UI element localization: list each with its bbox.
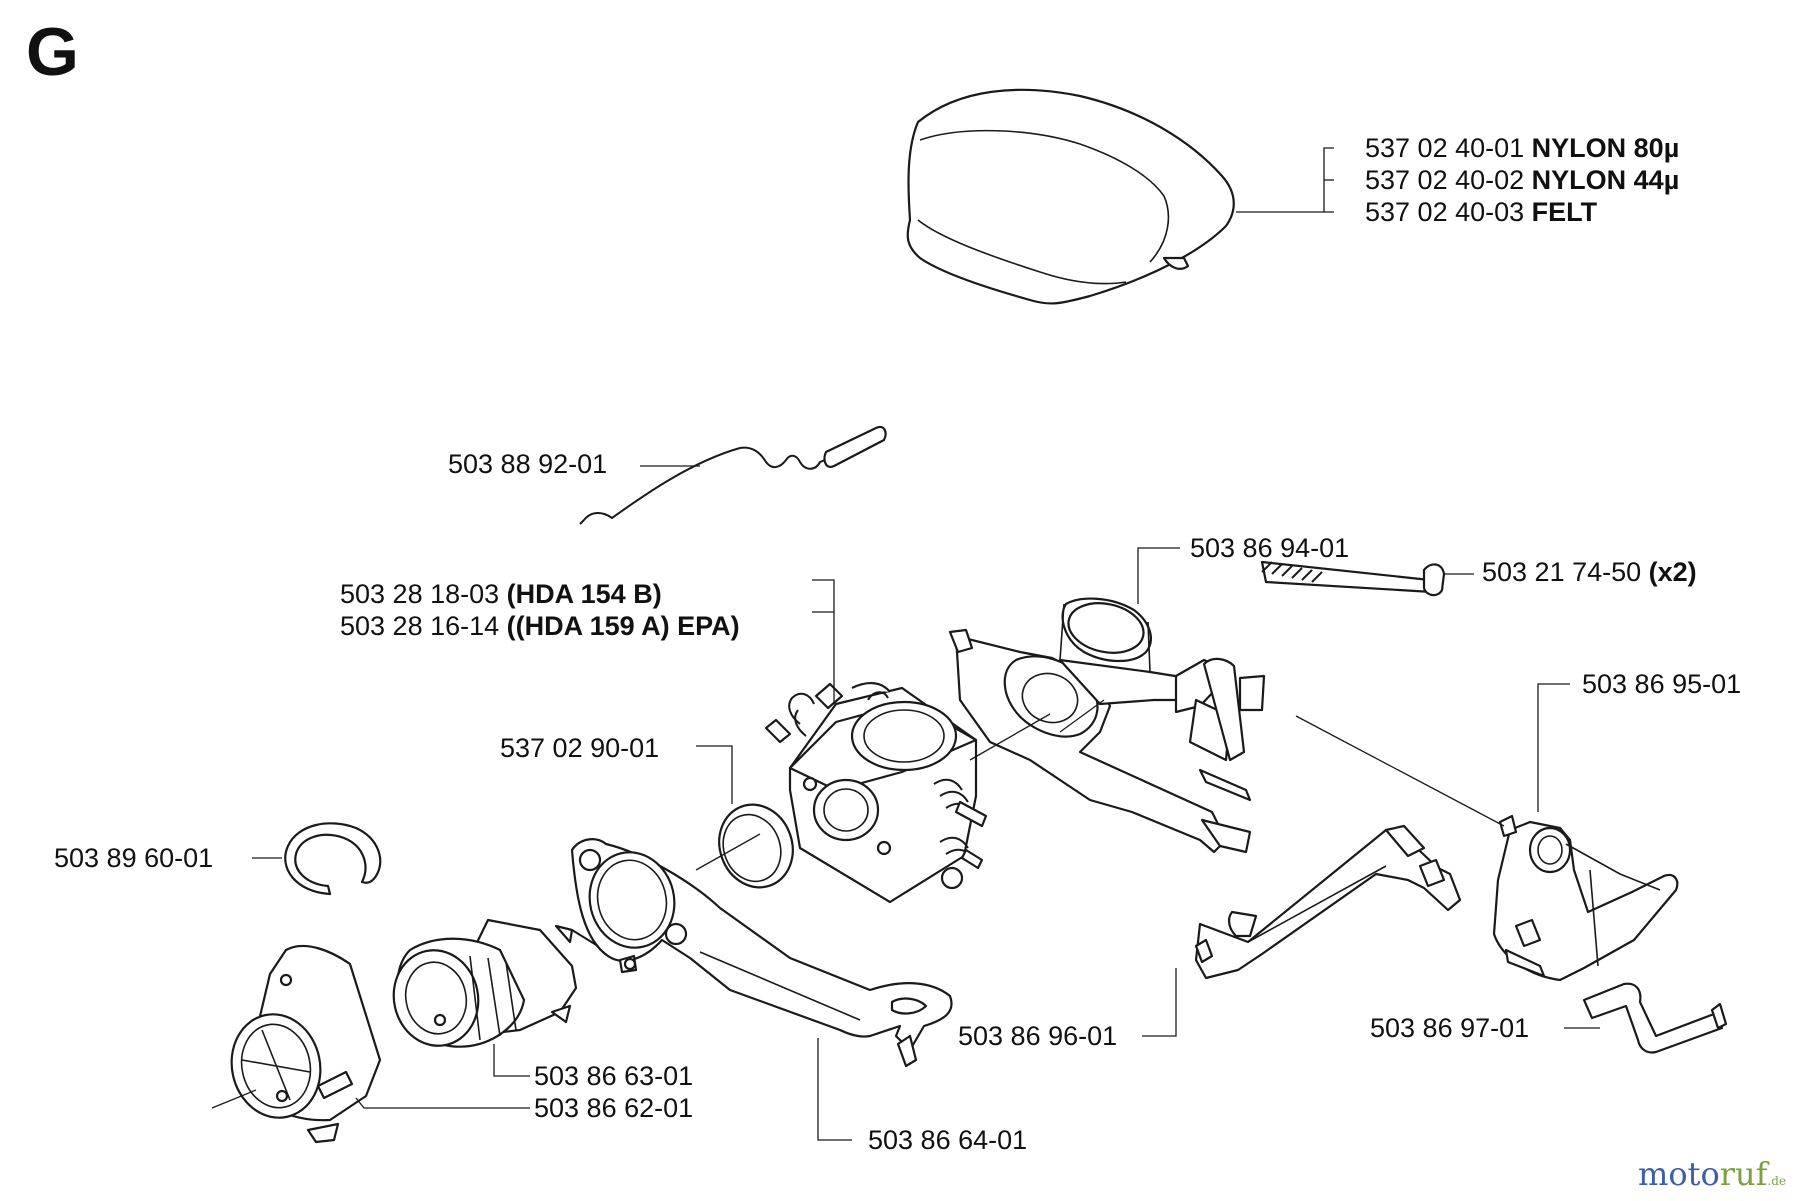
filter-label-3: 537 02 40-03 FELT <box>1365 196 1597 228</box>
brand-tld: .de <box>1767 1174 1787 1188</box>
filter-1-description: NYLON 80µ <box>1531 133 1680 163</box>
section-letter: G <box>26 14 79 90</box>
carburetor-drawing <box>764 682 988 904</box>
intake-manifold-label: 503 86 63-01 <box>534 1061 694 1091</box>
choke-wire-drawing <box>579 425 887 525</box>
filter-3-part-number: 537 02 40-03 <box>1365 197 1525 227</box>
throttle-cover-drawing <box>1492 814 1679 982</box>
carburetor-1-part-number: 503 28 18-03 <box>340 579 500 609</box>
wire-label: 503 88 92-01 <box>448 449 608 479</box>
seal-label: 537 02 90-01 <box>500 733 660 763</box>
air-filter-drawing <box>906 88 1235 305</box>
carb-housing-label: 503 86 94-01 <box>1190 533 1350 563</box>
intake-flange-label: 503 86 62-01 <box>534 1093 694 1123</box>
filter-label-1: 537 02 40-01 NYLON 80µ <box>1365 132 1679 164</box>
bolt-drawing <box>1260 560 1446 597</box>
spring-clip-label: 503 86 97-01 <box>1370 1013 1530 1043</box>
brand-name-part-b: ruf <box>1719 1155 1768 1193</box>
brand-logo: motoruf.de <box>1638 1156 1786 1199</box>
carburetor-2-description: ((HDA 159 A) EPA) <box>506 611 740 641</box>
carburetor-label-2: 503 28 16-14 ((HDA 159 A) EPA) <box>340 610 740 642</box>
circlip-label: 503 89 60-01 <box>54 843 214 873</box>
circlip-drawing <box>284 822 382 896</box>
assembly-axis-lines <box>211 699 1505 1109</box>
filter-2-description: NYLON 44µ <box>1531 165 1680 195</box>
lever-drawing <box>1194 824 1462 980</box>
intake-flange-drawing <box>230 944 382 1144</box>
filter-2-part-number: 537 02 40-02 <box>1365 165 1525 195</box>
intake-manifold-drawing <box>392 918 578 1048</box>
carburetor-1-description: (HDA 154 B) <box>506 579 662 609</box>
lever-label: 503 86 96-01 <box>958 1021 1118 1051</box>
bolt-label: 503 21 74-50 (x2) <box>1482 556 1697 588</box>
brand-name-part-a: moto <box>1638 1155 1720 1193</box>
carburetor-2-part-number: 503 28 16-14 <box>340 611 500 641</box>
filter-3-description: FELT <box>1531 197 1598 227</box>
carb-housing-drawing <box>948 597 1266 854</box>
carburetor-label-1: 503 28 18-03 (HDA 154 B) <box>340 578 662 610</box>
throttle-cover-label: 503 86 95-01 <box>1582 669 1742 699</box>
spring-clip-drawing <box>1582 982 1728 1054</box>
seal-ring-drawing <box>718 803 794 889</box>
bracket-drawing <box>570 838 953 1068</box>
filter-label-2: 537 02 40-02 NYLON 44µ <box>1365 164 1679 196</box>
bolt-part-number: 503 21 74-50 <box>1482 557 1642 587</box>
filter-1-part-number: 537 02 40-01 <box>1365 133 1525 163</box>
bracket-label: 503 86 64-01 <box>868 1125 1028 1155</box>
bolt-quantity: (x2) <box>1648 557 1697 587</box>
leader-lines <box>252 147 1600 1141</box>
